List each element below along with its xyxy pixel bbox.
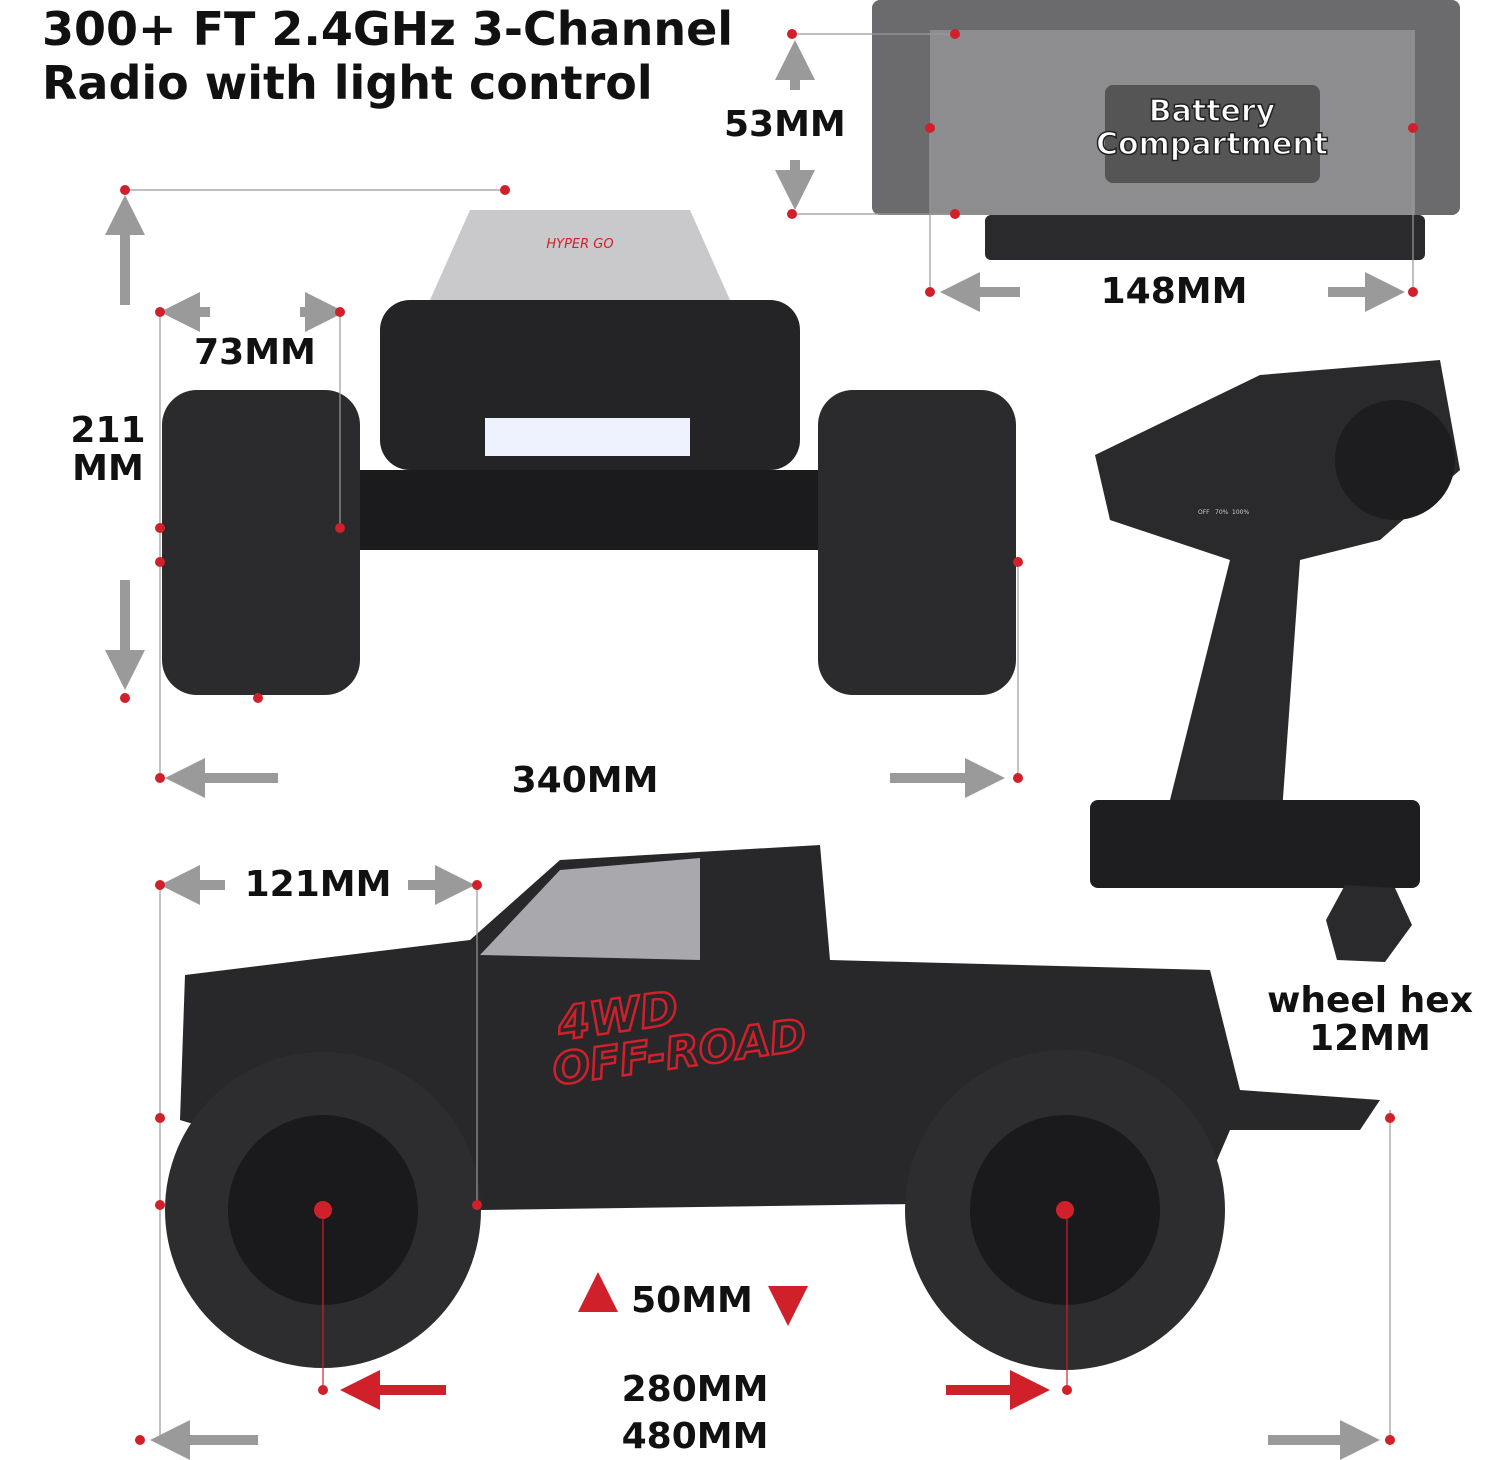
headline: 300+ FT 2.4GHz 3-Channel Radio with ligh…	[42, 2, 733, 110]
height-label-number: 211	[70, 410, 146, 451]
svg-text:70%: 70%	[1215, 509, 1229, 516]
height-label-unit: MM	[72, 448, 144, 489]
battery-compartment-image	[872, 0, 1460, 260]
side-view-truck-image: 4WD OFF-ROAD	[165, 845, 1380, 1370]
front-view-truck-image: HYPER GO	[162, 210, 1016, 695]
battery-height-label: 53MM	[724, 104, 846, 145]
battery-label-line-1: Battery	[1148, 94, 1276, 129]
battery-compartment-label: Battery Compartment	[1095, 94, 1329, 162]
wheel-hex-label-line-1: wheel hex	[1267, 980, 1473, 1021]
height-label: 211 MM	[70, 412, 145, 488]
headline-line-2: Radio with light control	[42, 56, 653, 110]
wheel-width-label: 73MM	[194, 332, 316, 373]
width-label: 340MM	[511, 760, 659, 801]
wheel-hex-label-line-2: 12MM	[1309, 1018, 1431, 1059]
svg-text:100%: 100%	[1232, 509, 1249, 516]
transmitter-image: OFF 70%100%	[1090, 360, 1460, 888]
ground-clearance-label: 50MM	[631, 1280, 753, 1321]
wheel-hex-image	[1326, 885, 1412, 962]
svg-text:OFF: OFF	[1198, 509, 1210, 516]
headline-line-1: 300+ FT 2.4GHz 3-Channel	[42, 2, 734, 56]
wheelbase-label: 280MM	[621, 1369, 769, 1410]
battery-width-label: 148MM	[1100, 271, 1248, 312]
wheel-hex-label: wheel hex 12MM	[1267, 982, 1473, 1058]
brand-marking: HYPER GO	[546, 237, 613, 252]
hood-length-label: 121MM	[244, 864, 392, 905]
length-label: 480MM	[621, 1416, 769, 1457]
battery-label-line-2: Compartment	[1095, 127, 1329, 162]
